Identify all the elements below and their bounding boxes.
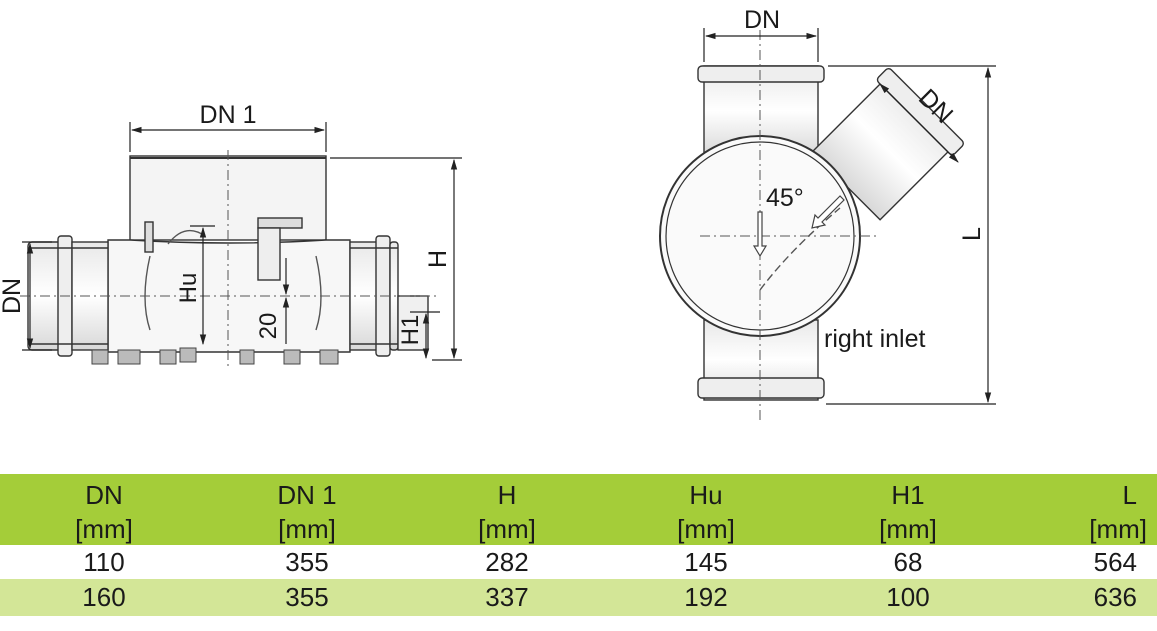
cell-hu: 192 — [684, 582, 728, 612]
side-view-dimensions — [22, 122, 462, 361]
table-row: 160 355 337 192 100 636 — [0, 579, 1157, 616]
label-l: L — [958, 227, 986, 241]
unit-h1: [mm] — [879, 514, 937, 544]
flow-arrow-branch — [811, 195, 845, 229]
cell-h: 282 — [485, 547, 529, 577]
label-h: H — [424, 250, 452, 268]
header-hu: Hu — [689, 480, 723, 510]
unit-dn1: [mm] — [278, 514, 336, 544]
cell-dn: 110 — [83, 547, 125, 577]
dimensions-table: DN DN 1 H Hu H1 L [mm] [mm] [mm] [mm] [m… — [0, 474, 1157, 616]
base-ribs — [91, 347, 339, 365]
dim-dn-branch-line — [879, 83, 959, 163]
label-dn1: DN 1 — [200, 101, 257, 129]
header-h: H — [497, 480, 517, 510]
label-hu: Hu — [175, 273, 202, 304]
cell-h1: 68 — [893, 547, 923, 577]
table-row: 110 355 282 145 68 564 — [0, 545, 1157, 579]
label-h1: H1 — [397, 315, 424, 346]
cell-h1: 100 — [886, 582, 930, 612]
label-twenty: 20 — [255, 313, 282, 340]
technical-drawing: DN 1 DN H Hu 20 H1 DN — [0, 6, 996, 420]
unit-h: [mm] — [478, 514, 536, 544]
label-right-inlet: right inlet — [824, 325, 925, 353]
cell-l: 564 — [1093, 547, 1137, 577]
side-view — [20, 150, 440, 370]
cell-l: 636 — [1093, 582, 1137, 612]
table-header-units: [mm] [mm] [mm] [mm] [mm] [mm] — [0, 513, 1157, 545]
cell-dn1: 355 — [285, 547, 329, 577]
table-header-names: DN DN 1 H Hu H1 L — [0, 474, 1157, 513]
unit-l: [mm] — [1089, 514, 1147, 544]
top-view — [659, 30, 964, 420]
unit-hu: [mm] — [677, 514, 735, 544]
header-l: L — [1122, 480, 1137, 510]
cell-dn1: 355 — [285, 582, 329, 612]
top-view-dimensions — [703, 28, 996, 405]
cell-h: 337 — [485, 582, 529, 612]
flow-arrow-main — [752, 211, 768, 258]
unit-dn: [mm] — [75, 514, 133, 544]
cell-dn: 160 — [82, 582, 126, 612]
header-dn: DN — [85, 480, 123, 510]
cell-hu: 145 — [684, 547, 728, 577]
label-dn-top: DN — [744, 6, 780, 34]
label-dn-side: DN — [0, 278, 26, 314]
header-dn1: DN 1 — [277, 480, 337, 510]
header-h1: H1 — [891, 480, 925, 510]
label-angle: 45° — [766, 184, 804, 212]
